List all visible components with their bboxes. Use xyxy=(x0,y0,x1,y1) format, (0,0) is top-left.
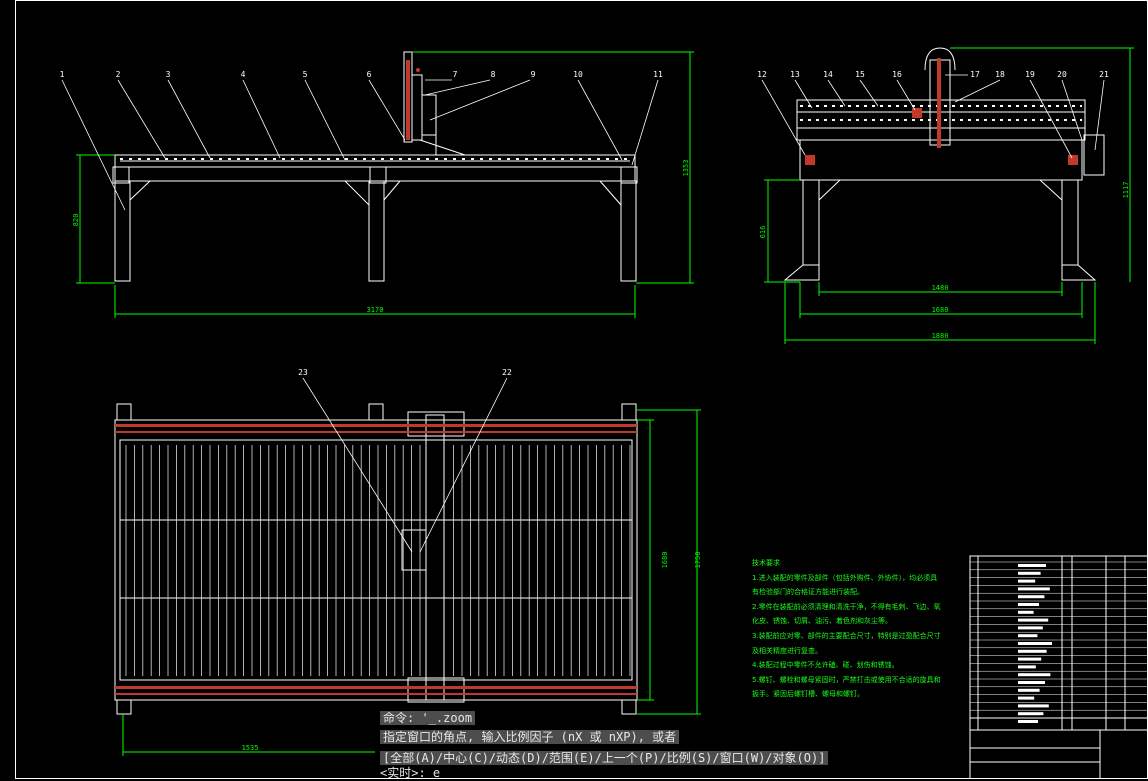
side-dim-width-outer: 1880 xyxy=(932,332,949,340)
parts-row-text xyxy=(1018,720,1038,723)
parts-row-text xyxy=(1018,681,1045,684)
balloon-10: 10 xyxy=(573,70,583,79)
note-line: 3.装配前应对零、部件的主要配合尺寸，特别是过盈配合尺寸 xyxy=(752,631,941,640)
parts-list-rows xyxy=(970,561,1148,723)
balloon-2: 2 xyxy=(116,70,121,79)
command-history-line-2: 指定窗口的角点, 输入比例因子 (nX 或 nXP), 或者 xyxy=(380,729,680,745)
balloon-17: 17 xyxy=(970,70,980,79)
top-view-rails xyxy=(115,424,637,695)
note-line: 扳手。紧固后螺钉槽、螺母和螺钉。 xyxy=(752,690,864,699)
top-view-dimensions xyxy=(122,409,701,756)
parts-row-text xyxy=(1018,603,1039,606)
balloon-4: 4 xyxy=(241,70,246,79)
note-line: 化皮、锈蚀、切屑、油污、着色剂和灰尘等。 xyxy=(752,617,892,626)
side-view-leaders xyxy=(761,74,1105,159)
side-dim-width-mid: 1680 xyxy=(932,306,949,314)
top-dim-length: 1535 xyxy=(242,744,259,752)
note-line: 4.装配过程中零件不允许磕、碰、划伤和锈蚀。 xyxy=(752,661,899,670)
note-line: 5.螺钉、螺栓和螺母紧固时，严禁打击或使用不合适的旋具和 xyxy=(752,675,941,684)
balloon-13: 13 xyxy=(790,70,800,79)
balloon-12: 12 xyxy=(757,70,767,79)
front-view-leaders xyxy=(61,79,659,211)
note-line: 及相关精度进行复查。 xyxy=(752,646,822,655)
parts-row-text xyxy=(1018,673,1051,677)
balloon-6: 6 xyxy=(367,70,372,79)
parts-row-text xyxy=(1018,704,1049,708)
balloon-9: 9 xyxy=(531,70,536,79)
side-view-balloons: 12 13 14 15 16 17 18 19 20 21 xyxy=(757,70,1109,79)
front-dim-leg-height: 820 xyxy=(72,214,80,227)
front-view xyxy=(112,51,638,282)
command-history-line-1: 命令: '_.zoom xyxy=(380,710,476,726)
command-input-line[interactable]: <实时>: e xyxy=(380,765,440,781)
command-prompt-text: 指定窗口的角点, 输入比例因子 (nX 或 nXP), 或者 xyxy=(380,730,680,744)
parts-row-text xyxy=(1018,712,1044,716)
side-view-dimensions xyxy=(764,47,1134,344)
command-prompt-label: 命令: xyxy=(383,711,415,725)
parts-row-text xyxy=(1018,610,1034,614)
parts-row-text xyxy=(1018,657,1042,661)
balloon-20: 20 xyxy=(1057,70,1067,79)
parts-row-text xyxy=(1018,618,1049,622)
parts-row-text xyxy=(1018,587,1050,591)
top-view-leaders xyxy=(302,377,508,553)
parts-row-text xyxy=(1018,642,1052,645)
note-line: 1.进入装配的零件及部件（包括外购件、外协件），均必须具 xyxy=(752,573,938,582)
front-view-balloons: 1 2 3 4 5 6 7 8 9 10 11 xyxy=(60,70,663,79)
parts-row-text xyxy=(1018,626,1043,630)
front-dim-overall-height: 1353 xyxy=(682,160,690,177)
top-view xyxy=(114,403,638,715)
balloon-8: 8 xyxy=(491,70,496,79)
balloon-11: 11 xyxy=(653,70,663,79)
title-block xyxy=(969,555,1148,779)
top-dim-outer-width: 1750 xyxy=(694,552,702,569)
command-options-line[interactable]: [全部(A)/中心(C)/动态(D)/范围(E)/上一个(P)/比例(S)/窗口… xyxy=(380,750,829,766)
parts-row-text xyxy=(1018,564,1046,567)
front-view-dimensions xyxy=(76,51,694,318)
balloon-23: 23 xyxy=(298,368,308,377)
balloon-7: 7 xyxy=(453,70,458,79)
parts-row-text xyxy=(1018,571,1041,575)
command-input[interactable]: e xyxy=(432,766,441,780)
command-prompt-value: '_.zoom xyxy=(421,711,473,725)
parts-row-text xyxy=(1018,579,1036,583)
parts-row-text xyxy=(1018,649,1047,653)
command-options[interactable]: [全部(A)/中心(C)/动态(D)/范围(E)/上一个(P)/比例(S)/窗口… xyxy=(380,751,829,765)
balloon-16: 16 xyxy=(892,70,902,79)
balloon-3: 3 xyxy=(166,70,171,79)
balloon-18: 18 xyxy=(995,70,1005,79)
side-view-details xyxy=(800,58,1082,165)
command-input-label: <实时>: xyxy=(380,766,426,780)
balloon-1: 1 xyxy=(60,70,65,79)
parts-row-text xyxy=(1018,665,1036,669)
balloon-5: 5 xyxy=(303,70,308,79)
front-view-details xyxy=(120,60,630,160)
top-view-slats xyxy=(125,445,631,676)
note-line: 2.零件在装配前必须清理和清洗干净，不得有毛刺、飞边、氧 xyxy=(752,602,941,611)
side-view xyxy=(783,47,1105,281)
parts-row-text xyxy=(1018,634,1038,638)
front-dim-length: 3170 xyxy=(367,306,384,314)
parts-row-text xyxy=(1018,696,1035,700)
top-dim-inner-width: 1680 xyxy=(661,552,669,569)
balloon-15: 15 xyxy=(855,70,865,79)
side-dim-overall-height: 1117 xyxy=(1122,182,1130,199)
balloon-14: 14 xyxy=(823,70,833,79)
balloon-21: 21 xyxy=(1099,70,1109,79)
balloon-19: 19 xyxy=(1025,70,1035,79)
technical-requirements: 技术要求 1.进入装配的零件及部件（包括外购件、外协件），均必须具 有检验部门的… xyxy=(752,556,947,702)
notes-heading: 技术要求 xyxy=(752,559,780,567)
side-dim-width-inner: 1480 xyxy=(932,284,949,292)
parts-row-text xyxy=(1018,595,1045,599)
parts-row-text xyxy=(1018,688,1040,692)
side-dim-leg-height: 616 xyxy=(759,226,767,239)
balloon-22: 22 xyxy=(502,368,512,377)
note-line: 有检验部门的合格证方能进行装配。 xyxy=(752,588,864,597)
